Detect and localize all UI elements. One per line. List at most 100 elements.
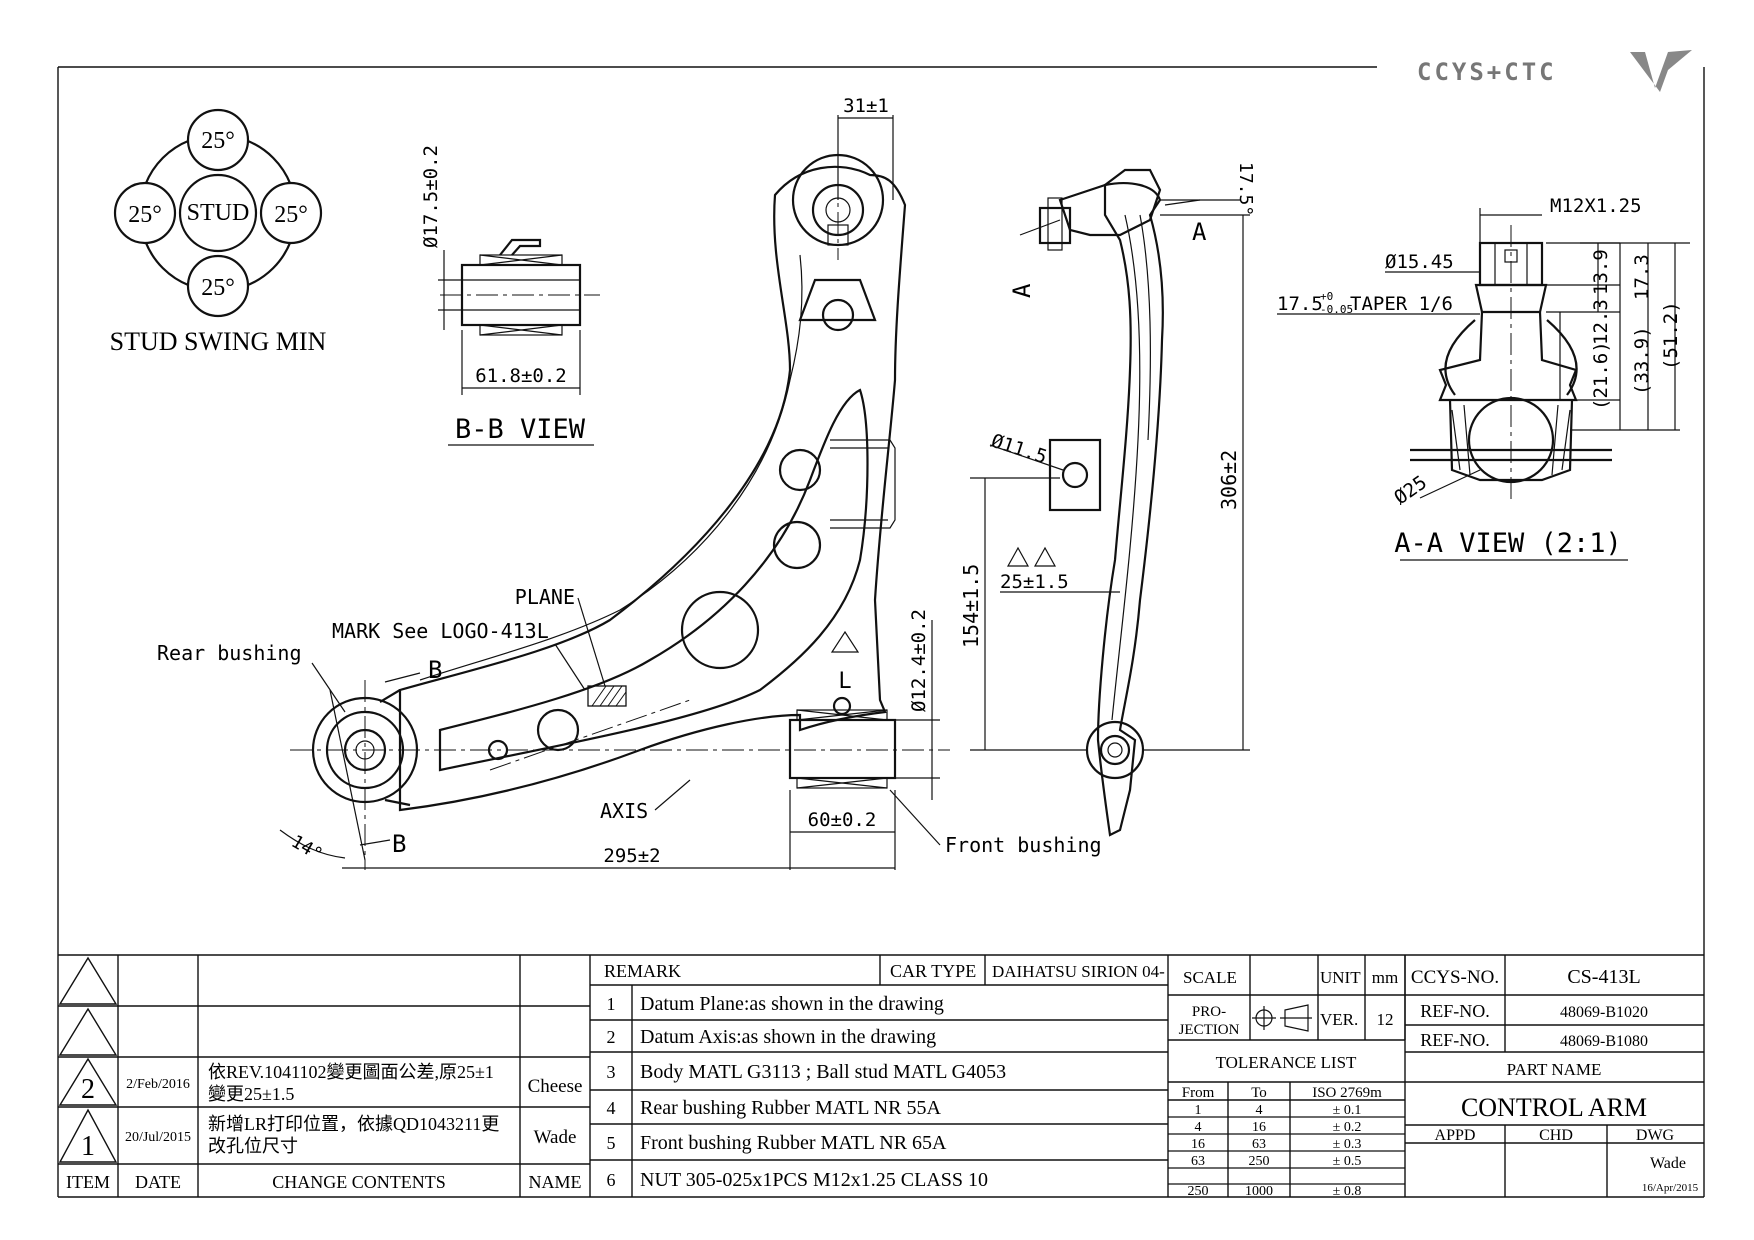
rev-num-2: 2 (81, 1074, 95, 1105)
aa-17-3: 17.3 (1631, 254, 1653, 300)
dim-154: 154±1.5 (959, 564, 983, 648)
tol-from-4: 63 (1191, 1154, 1205, 1169)
label-axis: AXIS (600, 799, 648, 823)
section-a-left: A (1008, 283, 1036, 298)
scale-tolerance-block: SCALE UNIT mm PRO- JECTION VER. 12 TOLER… (1179, 968, 1399, 1199)
aa-taper-tol-up: +0 (1320, 290, 1333, 303)
tol-from-3: 16 (1191, 1137, 1205, 1152)
svg-text:CCYS+CTC: CCYS+CTC (1417, 58, 1557, 86)
company-logo: CCYS+CTC (1417, 50, 1692, 92)
tol-to-2: 16 (1252, 1120, 1266, 1135)
remark-n-5: 5 (607, 1133, 616, 1153)
ref1-value: 48069-B1020 (1560, 1004, 1648, 1021)
part-name-label: PART NAME (1507, 1060, 1602, 1079)
car-type-value: DAIHATSU SIRION 04- (992, 962, 1165, 981)
bb-title: B-B VIEW (455, 414, 586, 445)
ver-value: 12 (1377, 1010, 1394, 1029)
tol-to-header: To (1251, 1085, 1267, 1101)
label-rear-bushing: Rear bushing (157, 641, 302, 665)
rev-content-1b: 改孔位尺寸 (208, 1136, 298, 1156)
swing-caption: STUD SWING MIN (110, 327, 327, 356)
remark-text-5: Front bushing Rubber MATL NR 65A (640, 1132, 947, 1154)
letter-l: L (838, 669, 851, 694)
aa-taper-ratio: TAPER 1/6 (1350, 293, 1453, 315)
revision-table: 2 1 2/Feb/2016 20/Jul/2015 依REV.1041102變… (66, 1062, 582, 1192)
rev-header-change: CHANGE CONTENTS (272, 1172, 446, 1192)
tol-val-3: ± 0.3 (1333, 1137, 1362, 1152)
aa-13-9: 13.9 (1590, 249, 1612, 295)
ref1-label: REF-NO. (1420, 1001, 1490, 1021)
angle-17-5: 17.5° (1235, 162, 1256, 216)
bb-view: Ø17.5±0.2 61.8±0.2 B-B VIEW (420, 145, 600, 446)
aa-dia-25: Ø25 (1390, 471, 1431, 509)
drawer-name: Wade (1650, 1155, 1686, 1172)
rev-name-1: Wade (534, 1127, 577, 1148)
tol-from-1: 1 (1195, 1103, 1202, 1118)
tol-val-5: ± 0.8 (1333, 1184, 1362, 1199)
dim-295: 295±2 (603, 845, 660, 867)
dwg-label: DWG (1636, 1127, 1675, 1144)
tol-from-header: From (1182, 1085, 1215, 1101)
aa-33-9: (33.9) (1631, 326, 1653, 395)
aa-dia-15-45: Ø15.45 (1385, 251, 1454, 273)
remark-n-4: 4 (607, 1098, 616, 1118)
remark-n-2: 2 (607, 1027, 616, 1047)
sheet-border (57, 66, 1705, 1198)
aa-taper-tol-dn: -0.05 (1320, 303, 1353, 316)
tol-val-1: ± 0.1 (1333, 1103, 1362, 1118)
scale-label: SCALE (1183, 968, 1237, 987)
remark-n-1: 1 (607, 994, 616, 1014)
label-plane: PLANE (515, 585, 575, 609)
aa-51-2: (51.2) (1660, 301, 1682, 370)
rev-date-1: 20/Jul/2015 (125, 1130, 191, 1145)
dim-60: 60±0.2 (808, 809, 877, 831)
dim-31: 31±1 (843, 95, 889, 117)
control-arm-main-view: 31±1 PLANE MARK See LOGO-413L Rear bushi… (157, 95, 1102, 870)
aa-thread: M12X1.25 (1550, 195, 1642, 217)
rev-content-2b: 變更25±1.5 (208, 1084, 294, 1104)
part-name-value: CONTROL ARM (1461, 1093, 1647, 1122)
aa-title: A-A VIEW (2:1) (1394, 528, 1622, 559)
tol-val-2: ± 0.2 (1333, 1120, 1362, 1135)
remark-text-3: Body MATL G3113 ; Ball stud MATL G4053 (640, 1061, 1006, 1083)
unit-label: UNIT (1320, 968, 1361, 987)
side-view: A A 17.5° 306±2 154±1.5 Ø11.5 25±1.5 (959, 162, 1256, 837)
tol-from-5: 250 (1188, 1184, 1209, 1199)
rev-header-item: ITEM (66, 1172, 110, 1192)
remark-text-4: Rear bushing Rubber MATL NR 55A (640, 1097, 941, 1119)
chd-label: CHD (1539, 1127, 1573, 1144)
remark-text-1: Datum Plane:as shown in the drawing (640, 993, 944, 1015)
section-a-right: A (1192, 218, 1207, 246)
swing-left: 25° (128, 202, 162, 228)
aa-12-3: 12.3 (1590, 299, 1612, 345)
bb-dia-dim: Ø17.5±0.2 (420, 145, 442, 248)
tol-to-1: 4 (1256, 1103, 1263, 1118)
rev-content-2a: 依REV.1041102變更圖面公差,原25±1 (208, 1062, 494, 1082)
rev-header-date: DATE (135, 1172, 181, 1192)
remarks-table: REMARK CAR TYPE DAIHATSU SIRION 04- 1 Da… (604, 961, 1165, 1191)
label-front-bushing: Front bushing (945, 833, 1102, 857)
drawn-date: 16/Apr/2015 (1642, 1182, 1699, 1194)
tolerance-list-label: TOLERANCE LIST (1216, 1053, 1357, 1072)
swing-bottom: 25° (201, 275, 235, 301)
unit-value: mm (1372, 968, 1398, 987)
dim-offset-25: 25±1.5 (1000, 571, 1069, 593)
label-mark: MARK See LOGO-413L (332, 619, 549, 643)
tol-from-2: 4 (1195, 1120, 1202, 1135)
swing-right: 25° (274, 202, 308, 228)
ccys-no-label: CCYS-NO. (1411, 967, 1499, 988)
ref2-value: 48069-B1080 (1560, 1033, 1648, 1050)
ref2-label: REF-NO. (1420, 1030, 1490, 1050)
remark-label: REMARK (604, 961, 681, 981)
rev-content-1a: 新增LR打印位置，依據QD1043211更 (208, 1114, 499, 1134)
stud-swing-diagram: 25° 25° 25° 25° STUD STUD SWING MIN (110, 108, 327, 356)
title-block: CCYS-NO. CS-413L REF-NO. 48069-B1020 REF… (1411, 966, 1699, 1194)
tol-to-4: 250 (1249, 1154, 1270, 1169)
remark-n-6: 6 (607, 1170, 616, 1190)
remark-text-2: Datum Axis:as shown in the drawing (640, 1026, 936, 1048)
projection-2: JECTION (1179, 1022, 1240, 1038)
tol-to-5: 1000 (1245, 1184, 1273, 1199)
aa-21-6: (21.6) (1590, 341, 1612, 410)
aa-view: M12X1.25 Ø15.45 17.5 +0 -0.05 TAPER 1/6 … (1277, 195, 1690, 561)
